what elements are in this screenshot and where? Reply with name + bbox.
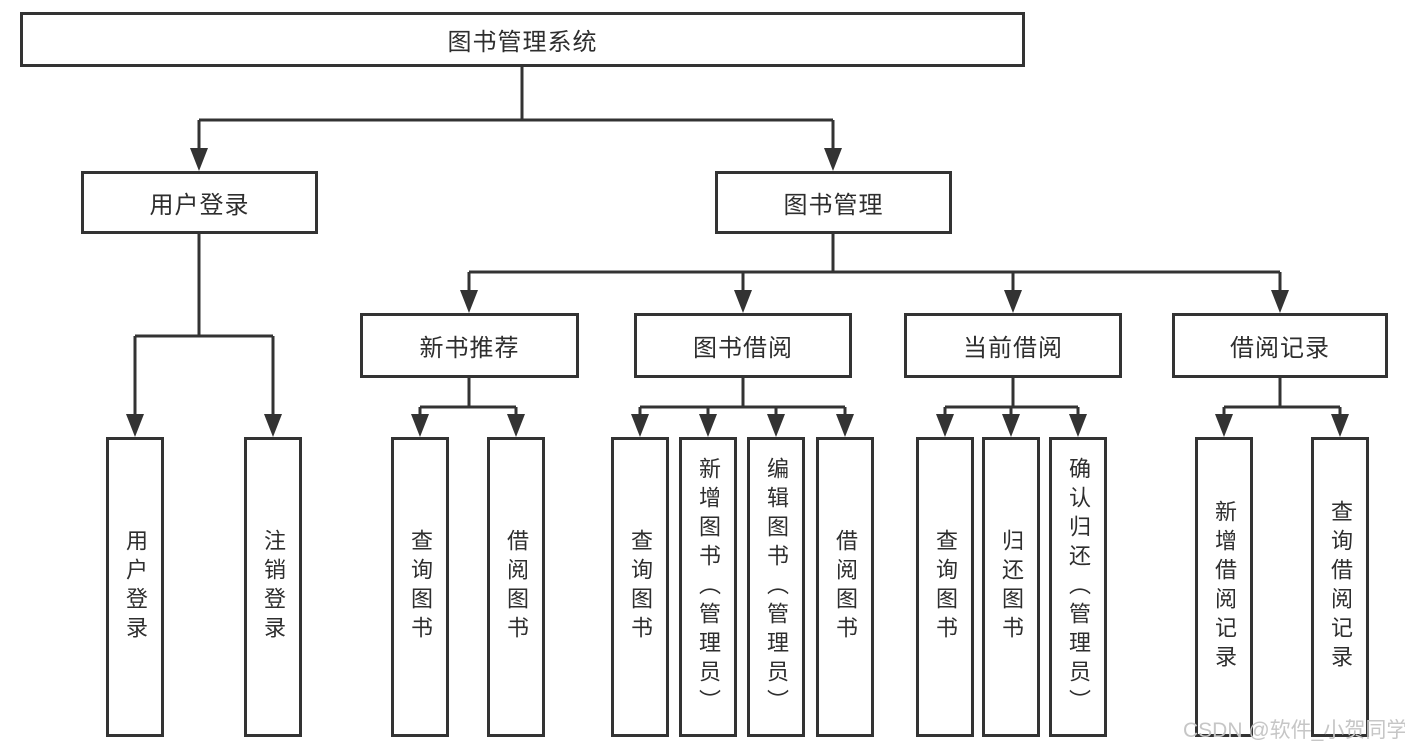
node-new-book-recommend: 新书推荐 <box>360 313 579 378</box>
node-br-query-record: 查询借阅记录 <box>1311 437 1369 737</box>
arrowheads <box>126 148 1349 437</box>
node-book-borrow: 图书借阅 <box>634 313 852 378</box>
node-bb-borrow-book: 借阅图书 <box>816 437 874 737</box>
watermark: CSDN @软件_小贺同学 <box>1183 719 1405 742</box>
node-nb-query-book: 查询图书 <box>391 437 449 737</box>
node-logout: 注销登录 <box>244 437 302 737</box>
node-login: 用户登录 <box>106 437 164 737</box>
node-current-borrow: 当前借阅 <box>904 313 1122 378</box>
node-cb-return-book: 归还图书 <box>982 437 1040 737</box>
node-cb-confirm-return: 确认归还（管理员） <box>1049 437 1107 737</box>
node-book-management: 图书管理 <box>715 171 952 234</box>
node-bb-query-book: 查询图书 <box>611 437 669 737</box>
node-bb-edit-book: 编辑图书（管理员） <box>747 437 805 737</box>
node-bb-add-book: 新增图书（管理员） <box>679 437 737 737</box>
node-user-login: 用户登录 <box>81 171 318 234</box>
node-root: 图书管理系统 <box>20 12 1025 67</box>
node-cb-query-book: 查询图书 <box>916 437 974 737</box>
node-br-add-record: 新增借阅记录 <box>1195 437 1253 737</box>
node-borrow-record: 借阅记录 <box>1172 313 1388 378</box>
tree-edges <box>133 67 1342 418</box>
node-nb-borrow-book: 借阅图书 <box>487 437 545 737</box>
